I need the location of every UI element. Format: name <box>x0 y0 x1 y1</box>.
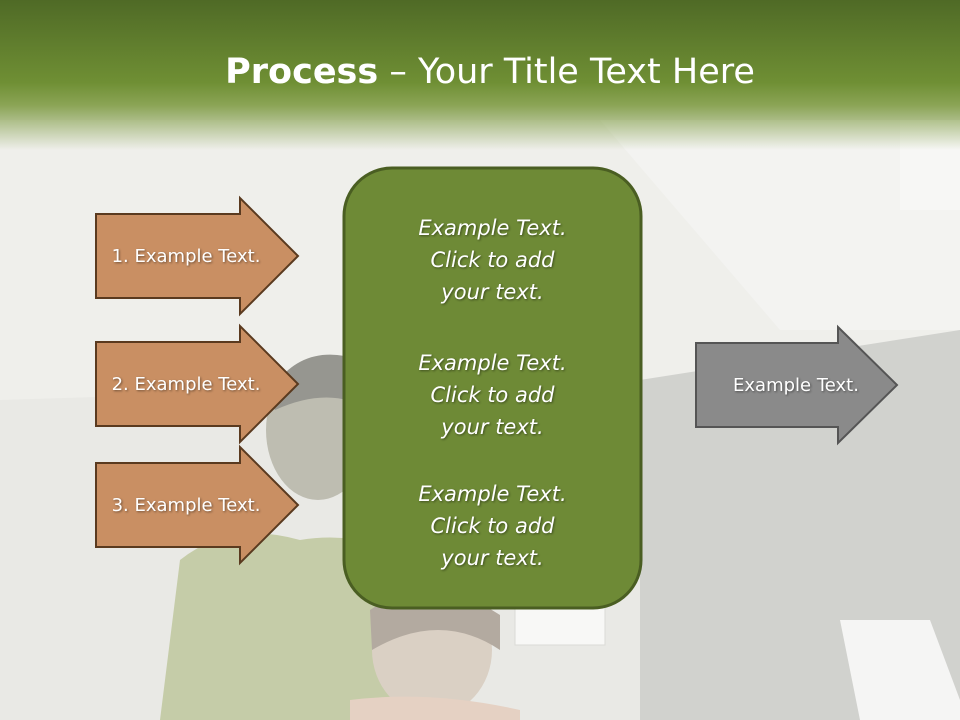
title-dash: – <box>378 52 418 92</box>
paragraph-line: your text. <box>441 546 544 570</box>
page-title: Process – Your Title Text Here <box>0 52 960 92</box>
paragraph-line: Example Text. <box>418 482 567 506</box>
paragraph-line: Click to add <box>430 383 555 407</box>
paragraph-line: your text. <box>441 280 544 304</box>
paragraph-line: Click to add <box>430 514 555 538</box>
center-paragraph-2: Example Text. Click to add your text. <box>344 347 641 443</box>
center-paragraph-3: Example Text. Click to add your text. <box>344 478 641 574</box>
input-label-1: 1. Example Text. <box>111 245 261 267</box>
output-arrow <box>695 324 899 446</box>
paragraph-line: your text. <box>441 415 544 439</box>
center-block <box>342 166 643 610</box>
input-label-2: 2. Example Text. <box>111 373 261 395</box>
title-bold: Process <box>225 52 379 92</box>
paragraph-line: Example Text. <box>418 216 567 240</box>
input-arrow-1 <box>95 195 300 317</box>
input-arrow-2 <box>95 323 300 445</box>
header-bar <box>0 0 960 150</box>
input-arrow-3 <box>95 444 300 566</box>
input-label-3: 3. Example Text. <box>111 494 261 516</box>
center-paragraph-1: Example Text. Click to add your text. <box>344 212 641 308</box>
paragraph-line: Click to add <box>430 248 555 272</box>
paragraph-line: Example Text. <box>418 351 567 375</box>
title-rest: Your Title Text Here <box>417 52 755 92</box>
output-label: Example Text. <box>733 374 859 396</box>
center-block-text: Example Text. Click to add your text. Ex… <box>344 168 641 608</box>
